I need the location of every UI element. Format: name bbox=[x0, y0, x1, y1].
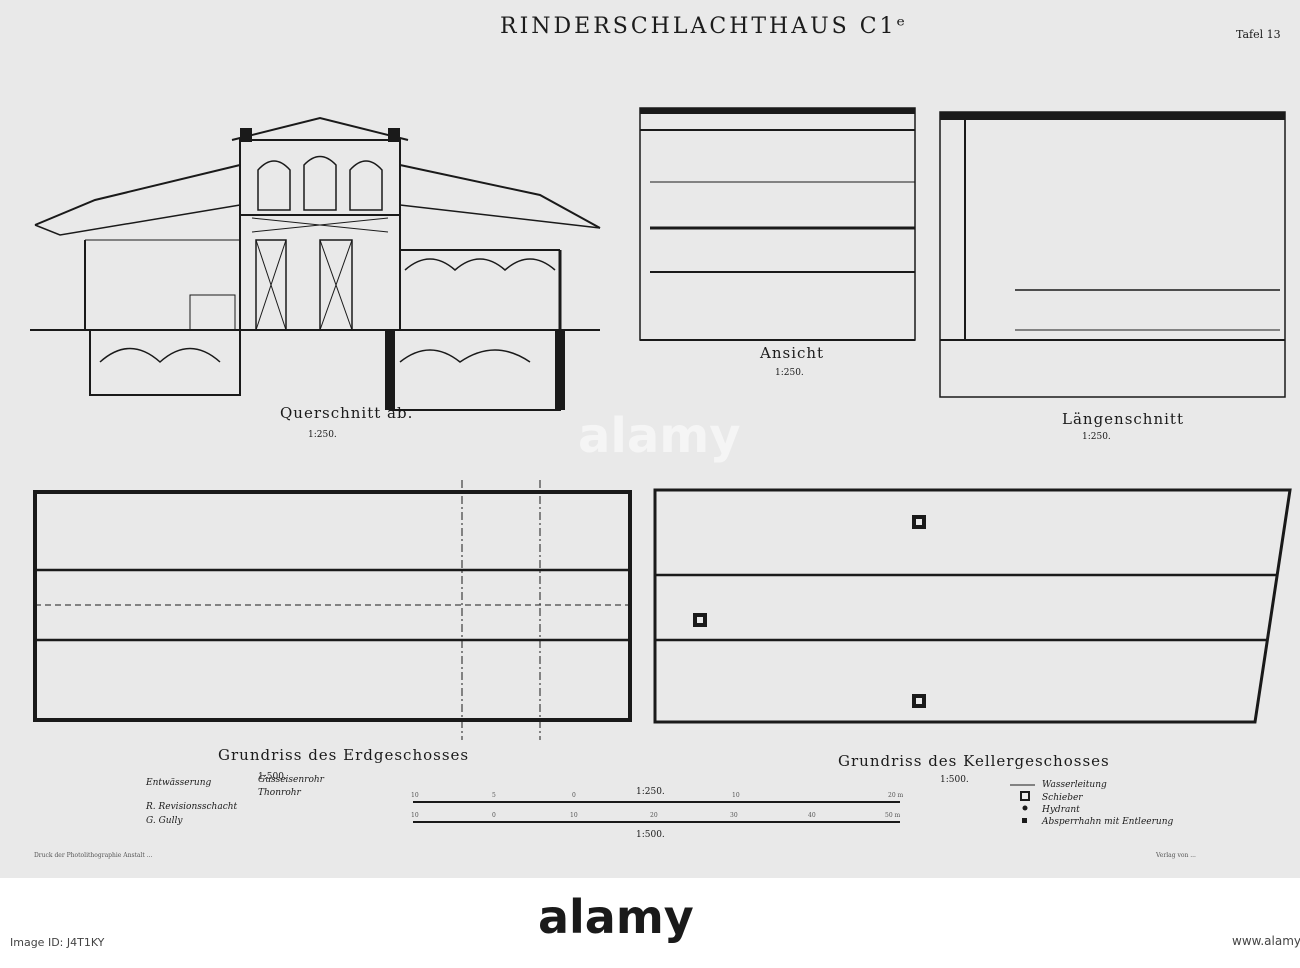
legend-stopcock: Absperrhahn mit Entleerung bbox=[1042, 817, 1174, 827]
scale-250-tick: 0 bbox=[572, 792, 576, 799]
elevation-scale: 1:250. bbox=[775, 368, 804, 378]
ground-floor-caption: Grundriss des Erdgeschosses bbox=[218, 746, 470, 764]
basement-caption: Grundriss des Kellergeschosses bbox=[838, 752, 1110, 770]
drawing-sheet: RINDERSCHLACHTHAUS C1ᵉ Tafel 13 Querschn… bbox=[0, 0, 1300, 878]
scale-500-tick: 10 bbox=[570, 812, 578, 819]
scale-500-tick: 40 bbox=[808, 812, 816, 819]
legend-drainage-label: Entwässerung bbox=[146, 778, 212, 788]
legend-symbols bbox=[1010, 784, 1035, 823]
legend-gully: G. Gully bbox=[146, 816, 183, 826]
plate-title: RINDERSCHLACHTHAUS C1ᵉ bbox=[500, 14, 909, 39]
legend-water-line: Wasserleitung bbox=[1042, 780, 1107, 790]
scale-500-tick: 10 bbox=[411, 812, 419, 819]
printer-note-right: Verlag von ... bbox=[1156, 852, 1196, 859]
architectural-drawings bbox=[30, 107, 1292, 823]
alamy-logo: alamy bbox=[538, 890, 694, 944]
legend-cast-iron: Gusseisenrohr bbox=[258, 775, 324, 785]
scale-250-tick: 10 bbox=[411, 792, 419, 799]
scale-500-tick: 0 bbox=[492, 812, 496, 819]
cross-section-drawing bbox=[30, 116, 601, 411]
scale-250-tick: 10 bbox=[732, 792, 740, 799]
scale-250-tick: 20 m bbox=[888, 792, 904, 799]
ground-floor-plan bbox=[33, 480, 632, 740]
cross-section-caption: Querschnitt ab. bbox=[280, 404, 414, 422]
legend-clay-pipe: Thonrohr bbox=[258, 788, 301, 798]
stock-footer bbox=[0, 878, 1300, 968]
basement-plan bbox=[653, 488, 1292, 724]
plate-number: Tafel 13 bbox=[1236, 28, 1281, 41]
elevation-caption: Ansicht bbox=[760, 344, 825, 362]
scale-bars bbox=[413, 801, 900, 823]
legend-revision-shaft: R. Revisionsschacht bbox=[146, 802, 238, 812]
scale-250-tick: 5 bbox=[492, 792, 496, 799]
long-section-caption: Längenschnitt bbox=[1062, 410, 1184, 428]
stock-watermark: alamy bbox=[578, 408, 741, 464]
basement-scale: 1:500. bbox=[940, 775, 969, 785]
scale-500-tick: 50 m bbox=[885, 812, 901, 819]
legend-hydrant: Hydrant bbox=[1042, 805, 1080, 815]
scale-250-label: 1:250. bbox=[636, 787, 665, 797]
stock-image-id: Image ID: J4T1KY bbox=[10, 936, 105, 949]
long-section-scale: 1:250. bbox=[1082, 432, 1111, 442]
legend-valve: Schieber bbox=[1042, 793, 1083, 803]
stock-site: www.alamy.com bbox=[1232, 934, 1300, 948]
cross-section-scale: 1:250. bbox=[308, 430, 337, 440]
elevation-drawing bbox=[639, 107, 916, 341]
long-section-drawing bbox=[939, 111, 1286, 398]
scale-500-label: 1:500. bbox=[636, 830, 665, 840]
ground-floor-scale: 1:500. bbox=[258, 772, 287, 782]
printer-note-left: Druck der Photolithographie Anstalt ... bbox=[34, 852, 153, 859]
scale-500-tick: 30 bbox=[730, 812, 738, 819]
scale-500-tick: 20 bbox=[650, 812, 658, 819]
